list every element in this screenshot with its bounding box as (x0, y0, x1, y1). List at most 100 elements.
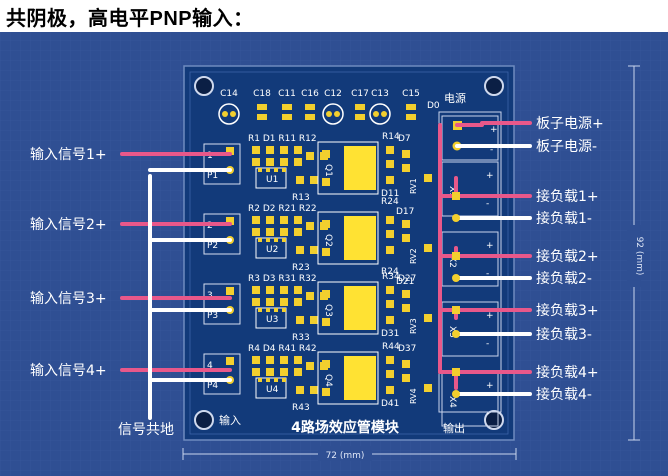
ch1-right-pad-1 (386, 160, 394, 168)
ch2-smd-pad-5 (266, 228, 274, 236)
ch2-smd-pad-2 (280, 216, 288, 224)
ch4-smd-pad-6 (280, 368, 288, 376)
ch4-r13-label: R43 (292, 403, 310, 413)
ch4-q-label: Q4 (323, 374, 333, 387)
load4-minus-pad (452, 390, 460, 398)
ch4-u-pin-3 (282, 378, 286, 382)
ch2-smd-pad-0 (252, 216, 260, 224)
cap-pad-a-4 (326, 111, 332, 117)
cap-label-5: C17 (351, 89, 369, 99)
ch2-r13-pad-b (310, 246, 318, 254)
ch3-r13-pad-b (310, 316, 318, 324)
ch1-mosfet-outline (317, 141, 379, 195)
ch4-optocoupler (255, 377, 287, 399)
ch2-r13-label: R23 (292, 263, 310, 273)
ch4-pin-number: 4 (207, 361, 213, 371)
ch3-right-pad-1 (386, 300, 394, 308)
ch2-r24-label: R24 (381, 267, 399, 277)
cap-pad-b-3 (305, 114, 315, 120)
ch3-smd-pad-5 (266, 298, 274, 306)
left-labels: 输入信号1+输入信号2+输入信号3+输入信号4+ (30, 147, 107, 379)
cap-label-4: C12 (324, 89, 342, 99)
ch4-u-label: U4 (266, 385, 279, 395)
cap-pad-a-7 (406, 104, 416, 110)
ch2-pad-signal (226, 217, 234, 225)
ch1-r13-pad-a (296, 176, 304, 184)
ch1-smd-pad-4 (252, 158, 260, 166)
ch3-d7-label: D27 (398, 274, 416, 284)
ch1-r13-pad-b (310, 176, 318, 184)
power-minus-mark: - (490, 145, 493, 155)
ch1-smd-pad-1 (266, 146, 274, 154)
cap-label-7: C15 (402, 89, 420, 99)
ch2-right-pad-0 (386, 216, 394, 224)
ch4-u-pin-0 (258, 378, 262, 382)
ch1-right-pad-4 (386, 176, 394, 184)
right-label-1: 板子电源- (536, 139, 597, 155)
input-signal-label-2: 输入信号2+ (30, 217, 107, 233)
cap-pad-a-2 (282, 104, 292, 110)
ch4-right-pad-1 (386, 370, 394, 378)
ch4-minus-mark: - (486, 409, 489, 419)
ch3-input-connector (203, 283, 241, 325)
ch1-pad-signal (226, 147, 234, 155)
input-signal-label-4: 输入信号4+ (30, 363, 107, 379)
load3-plus-pad (452, 306, 460, 314)
ch3-optocoupler (255, 307, 287, 329)
ch3-smd-pad-1 (266, 286, 274, 294)
ch3-d11-label: D31 (381, 329, 399, 339)
ch1-right-pad-2 (402, 150, 410, 158)
right-label-8: 接负载4+ (536, 364, 599, 381)
ch1-r13-label: R13 (292, 193, 310, 203)
wires (120, 121, 532, 420)
ch2-u-pin-2 (274, 238, 278, 242)
ch1-plus-mark: + (486, 171, 494, 181)
ch2-plus-mark: + (486, 241, 494, 251)
ch2-rv-label: RV2 (409, 248, 418, 264)
ch1-x-label: X1 (447, 186, 457, 198)
right-label-4: 接负载2+ (536, 248, 599, 265)
right-labels: 板子电源+板子电源-接负载1+接负载1-接负载2+接负载2-接负载3+接负载3-… (536, 116, 604, 403)
ch2-smd-pad-3 (294, 216, 302, 224)
ch2-mosfet-outline (317, 211, 379, 265)
ch4-mosfet-pin-a (322, 360, 330, 368)
ch2-mosfet-pin-b (322, 248, 330, 256)
ch1-smd-pad-3 (294, 146, 302, 154)
dim-height-label: 92 (mm) (634, 237, 644, 276)
input-signal-label-3: 输入信号3+ (30, 291, 107, 307)
right-label-0: 板子电源+ (536, 116, 604, 132)
power-label: 电源 (444, 91, 466, 105)
ch3-smd-pad-2 (280, 286, 288, 294)
mounting-holes (194, 76, 504, 430)
ch1-d11-label: D11 (381, 189, 399, 199)
ch2-right-pad-3 (402, 234, 410, 242)
cap-label-6: C13 (371, 89, 389, 99)
ch4-top-label: R4 D4 R41 R42 (248, 344, 317, 354)
ch3-u-label: U3 (266, 315, 278, 325)
ch1-smd-pad-8 (306, 152, 314, 160)
ch3-right-pad-3 (402, 304, 410, 312)
title-suffix: 输入： (192, 6, 254, 30)
board-name: 4路场效应管模块 (291, 419, 400, 436)
ch4-right-pad-4 (386, 386, 394, 394)
ch4-r13-pad-b (310, 386, 318, 394)
power-plus-wire (455, 121, 532, 127)
d0-label: D0 (427, 101, 440, 111)
ch3-pad-signal (226, 287, 234, 295)
ch2-r13-pad-a (296, 246, 304, 254)
ch3-u-pin-2 (274, 308, 278, 312)
ch3-smd-pad-3 (294, 286, 302, 294)
ch4-smd-pad-7 (294, 368, 302, 376)
ch2-u-pin-1 (266, 238, 270, 242)
ch4-x-label: X4 (447, 396, 457, 408)
ch1-smd-pad-2 (280, 146, 288, 154)
ch3-strip-pad (424, 314, 432, 322)
ch1-optocoupler (255, 167, 287, 189)
load2-minus-pad (452, 274, 460, 282)
pcb-inner-outline (189, 71, 509, 435)
input-label: 输入 (219, 413, 241, 427)
ch3-smd-pad-7 (294, 298, 302, 306)
